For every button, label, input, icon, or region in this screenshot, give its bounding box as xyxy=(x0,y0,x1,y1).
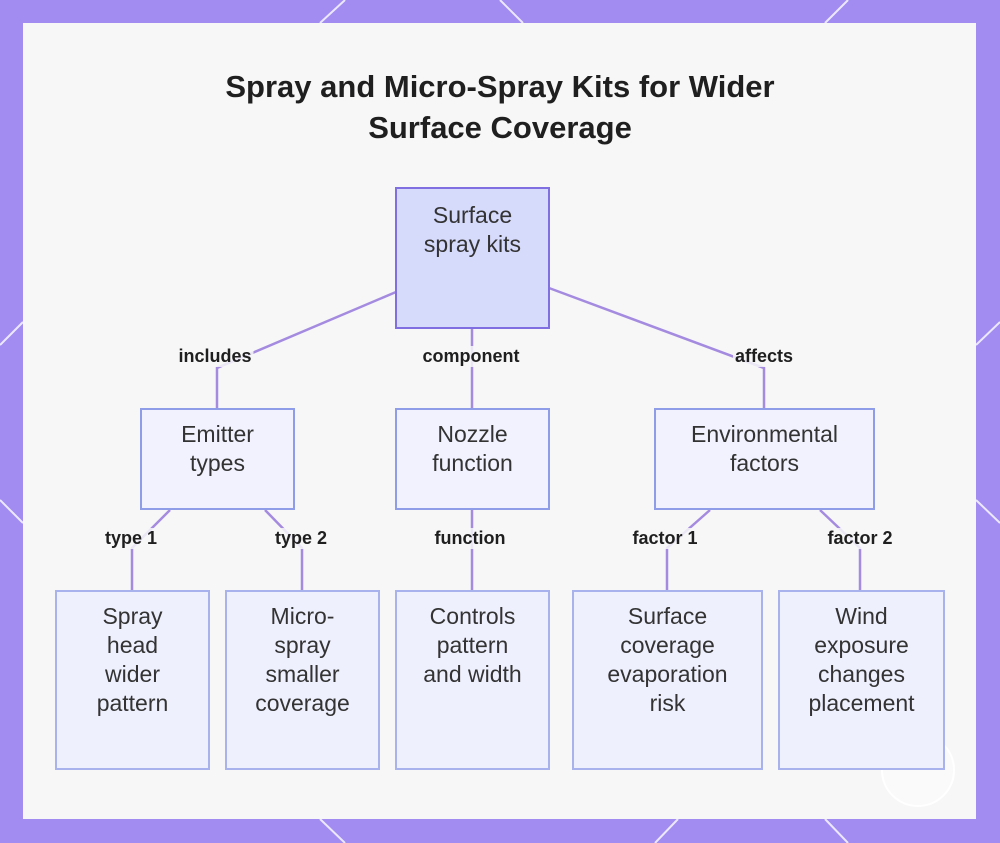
node-surface-spray-kits: Surface spray kits xyxy=(395,187,550,329)
edge-factor-2 xyxy=(819,509,862,590)
node-emitter-types: Emitter types xyxy=(140,408,295,510)
edge-label-type-1: type 1 xyxy=(102,528,160,549)
edge-includes xyxy=(215,290,397,408)
edge-label-factor-2: factor 2 xyxy=(825,528,895,549)
node-nozzle-function: Nozzle function xyxy=(395,408,550,510)
node-surface-coverage: Surface coverage evaporation risk xyxy=(572,590,763,770)
edge-factor-1 xyxy=(665,509,711,590)
edge-label-type-2: type 2 xyxy=(272,528,330,549)
diagram-title: Spray and Micro-Spray Kits for Wider Sur… xyxy=(0,66,1000,148)
node-spray-head: Spray head wider pattern xyxy=(55,590,210,770)
title-line-1: Spray and Micro-Spray Kits for Wider xyxy=(225,69,775,104)
title-line-2: Surface Coverage xyxy=(368,110,632,145)
node-environmental-factors: Environmental factors xyxy=(654,408,875,510)
node-controls-pattern: Controls pattern and width xyxy=(395,590,550,770)
edge-label-function: function xyxy=(432,528,508,549)
edge-label-component: component xyxy=(420,346,522,367)
node-micro-spray: Micro-spray smaller coverage xyxy=(225,590,380,770)
node-wind-exposure: Wind exposure changes placement xyxy=(778,590,945,770)
edge-label-factor-1: factor 1 xyxy=(630,528,700,549)
edge-label-affects: affects xyxy=(732,346,796,367)
edge-label-includes: includes xyxy=(176,346,254,367)
edge-type-1 xyxy=(130,509,171,590)
edge-affects xyxy=(548,286,766,408)
edge-type-2 xyxy=(264,509,304,590)
